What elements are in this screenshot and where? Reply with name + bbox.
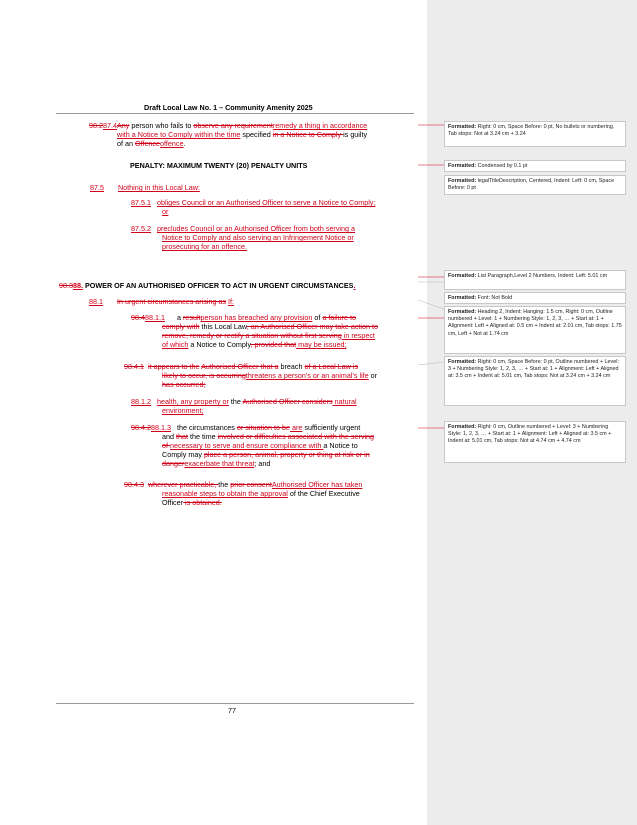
section-88-1-1-line-2[interactable]: comply with this Local Law, an Authorise… (162, 322, 379, 331)
section-87-5-1-line-1[interactable]: 87.5.1 obliges Council or an Authorised … (131, 198, 376, 207)
section-98-4-1-line-3[interactable]: has occurred; (162, 380, 206, 389)
section-87-5-2-line-1[interactable]: 87.5.2 precludes Council or an Authorise… (131, 224, 356, 233)
page-header: Draft Local Law No. 1 – Community Amenit… (144, 103, 313, 112)
section-88-1-2-line-2[interactable]: environment; (162, 406, 204, 415)
section-87-5[interactable]: 87.5 Nothing in this Local Law: (90, 183, 200, 192)
comment-balloon[interactable]: Formatted: Heading 2, Indent: Hanging: 1… (444, 306, 626, 354)
para-87-4-line-2[interactable]: with a Notice to Comply within the time … (117, 130, 368, 139)
para-87-4-line-3[interactable]: of an Offenceoffence. (117, 139, 186, 148)
section-98-4-3-line-2[interactable]: reasonable steps to obtain the approval … (162, 489, 360, 498)
section-87-5-2-line-2[interactable]: Notice to Comply and also serving an Inf… (162, 233, 354, 242)
comment-balloon[interactable]: Formatted: Right: 0 cm, Outline numbered… (444, 421, 626, 463)
page-number: 77 (228, 706, 236, 715)
section-88-1-3-line-1[interactable]: 98.4.288.1.3 the circumstances or situat… (131, 423, 361, 432)
heading-88[interactable]: 98.388. POWER OF AN AUTHORISED OFFICER T… (59, 281, 356, 290)
comment-balloon[interactable]: Formatted: Right: 0 cm, Space Before: 0 … (444, 356, 626, 406)
comment-balloon[interactable]: Formatted: legalTitleDescription, Center… (444, 175, 626, 195)
section-98-4-1-line-1[interactable]: 98.4.1 it appears to the Authorised Offi… (124, 362, 359, 371)
comment-balloon[interactable]: Formatted: Condensed by 0.1 pt (444, 160, 626, 172)
footer-divider (56, 703, 414, 704)
section-88-1-3-line-5[interactable]: dangerexacerbate that threat; and (162, 459, 271, 468)
section-88-1-2-line-1[interactable]: 88.1.2 health, any property or the Autho… (131, 397, 357, 406)
section-88-1[interactable]: 88.1 In urgent circumstances arising as … (89, 297, 235, 306)
header-divider (56, 113, 414, 114)
para-87-4-line-1[interactable]: 98.287.4Any person who fails to observe … (89, 121, 368, 130)
comment-balloon[interactable]: Formatted: Font: Not Bold (444, 292, 626, 304)
section-88-1-1-line-3[interactable]: remove, remedy or rectify a situation wi… (162, 331, 375, 340)
section-98-4-1-line-2[interactable]: likely to occur, is occurringthreatens a… (162, 371, 378, 380)
penalty-line[interactable]: PENALTY: MAXIMUM TWENTY (20) PENALTY UNI… (130, 161, 308, 170)
section-87-5-2-line-3[interactable]: prosecuting for an offence. (162, 242, 247, 251)
section-98-4-3-line-3[interactable]: Officer is obtained. (162, 498, 222, 507)
section-98-4-3-line-1[interactable]: 98.4.3 wherever practicable, the prior c… (124, 480, 363, 489)
section-88-1-3-line-2[interactable]: and that the time involved or difficulti… (162, 432, 375, 441)
comment-balloon[interactable]: Formatted: Right: 0 cm, Space Before: 0 … (444, 121, 626, 147)
section-88-1-3-line-3[interactable]: of necessary to serve and ensure complia… (162, 441, 358, 450)
comment-balloon[interactable]: Formatted: List Paragraph,Level 2 Number… (444, 270, 626, 290)
section-88-1-1-line-1[interactable]: 98.488.1.1 a resultperson has breached a… (131, 313, 356, 322)
section-88-1-3-line-4[interactable]: Comply may place a person, animal, prope… (162, 450, 370, 459)
section-87-5-1-line-2[interactable]: or (162, 207, 169, 216)
section-88-1-1-line-4[interactable]: of which a Notice to Comply, provided th… (162, 340, 347, 349)
